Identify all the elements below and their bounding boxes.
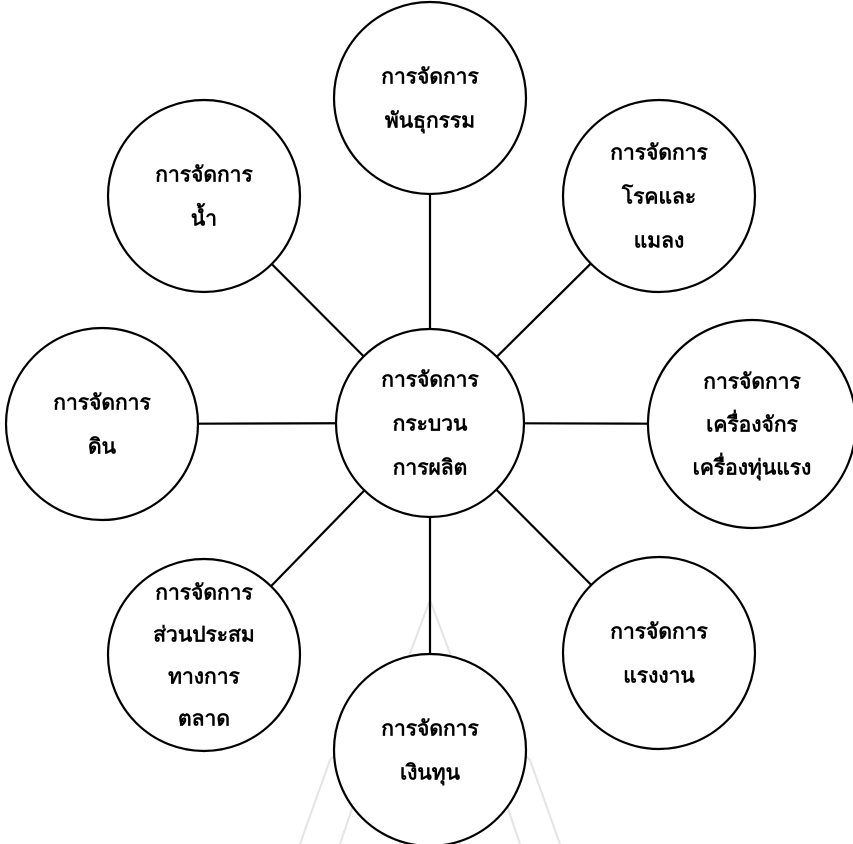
marketing-label-line: ส่วนประสม: [153, 622, 255, 647]
marketing-label-line: ทางการ: [168, 664, 240, 689]
center-label-line: การผลิต: [393, 455, 468, 480]
connector-water: [270, 263, 365, 358]
machinery-circle: [646, 318, 853, 530]
center-label-line: การจัดการ: [381, 367, 479, 392]
capital-label-line: เงินทุน: [400, 760, 461, 787]
machinery-label-line: เครื่องจักร: [706, 409, 798, 437]
capital-label-line: การจัดการ: [381, 716, 479, 741]
disease-circle: [561, 98, 757, 294]
soil-circle: [4, 326, 200, 522]
marketing-label-line: ตลาด: [178, 706, 230, 731]
disease-label-line: การจัดการ: [610, 140, 708, 165]
connector-labor: [495, 488, 593, 586]
soil-label-line: การจัดการ: [53, 390, 151, 415]
genetics-label-line: พันธุกรรม: [385, 108, 475, 135]
center-circle: [334, 327, 526, 519]
labor-label-line: แรงงาน: [623, 663, 695, 688]
soil-label-line: ดิน: [88, 434, 117, 459]
disease-label-line: แมลง: [634, 228, 685, 253]
water-label-line: น้ำ: [191, 203, 217, 231]
center-label-line: กระบวน: [393, 411, 468, 436]
labor-circle: [561, 555, 757, 751]
water-circle: [106, 98, 302, 294]
labor-label-line: การจัดการ: [610, 619, 708, 644]
machinery-label-line: เครื่องทุ่นแรง: [693, 452, 812, 482]
genetics-circle: [332, 0, 528, 196]
capital-circle: [332, 652, 528, 844]
disease-label-line: โรคและ: [621, 184, 696, 209]
connector-disease: [495, 262, 592, 358]
connector-marketing: [270, 489, 366, 588]
genetics-label-line: การจัดการ: [381, 64, 479, 89]
connector-lines: [197, 194, 649, 654]
marketing-label-line: การจัดการ: [155, 580, 253, 605]
machinery-label-line: การจัดการ: [703, 369, 801, 394]
water-label-line: การจัดการ: [155, 162, 253, 187]
marketing-circle: [106, 557, 302, 753]
diagram-nodes: การจัดการกระบวนการผลิตการจัดการพันธุกรรม…: [4, 0, 853, 844]
